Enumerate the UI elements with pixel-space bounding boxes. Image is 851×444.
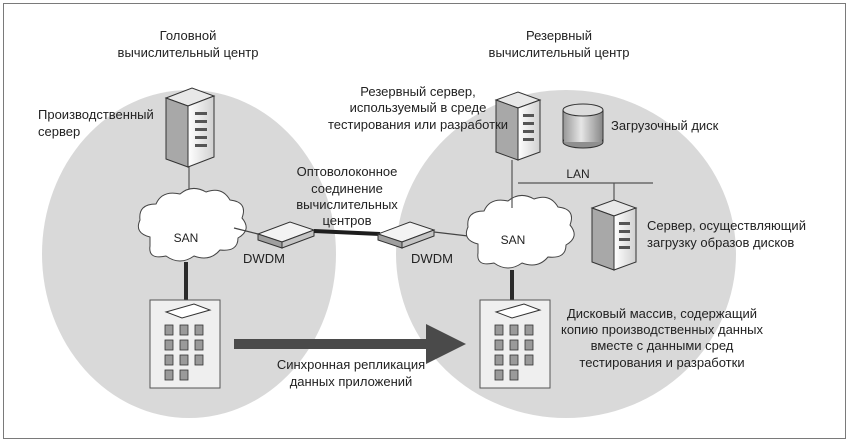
backup-san-cloud: [465, 195, 575, 269]
backup-disk-array-icon: [479, 299, 551, 389]
backup-server-label-3: тестирования или разработки: [328, 117, 508, 132]
disk-array-label-3: вместе с данными сред: [591, 338, 734, 353]
fiber-link-label-4: центров: [322, 213, 371, 228]
backup-site-title-2: вычислительный центр: [489, 45, 630, 60]
fiber-link-label-1: Оптоволоконное: [297, 164, 398, 179]
primary-dwdm-icon: [256, 221, 316, 249]
primary-san-dwdm-link: [233, 227, 259, 235]
disk-array-label-2: копию производственных данных: [561, 322, 764, 337]
primary-site-title-1: Головной: [160, 28, 217, 43]
production-server-label-2: сервер: [38, 124, 80, 139]
primary-site-title-2: вычислительный центр: [118, 45, 259, 60]
replication-label-2: данных приложений: [290, 374, 413, 389]
disk-array-label-1: Дисковый массив, содержащий: [567, 306, 757, 321]
image-server-label-1: Сервер, осуществляющий: [647, 218, 806, 233]
backup-dwdm-label: DWDM: [411, 251, 453, 266]
backup-san-label: SAN: [501, 233, 526, 247]
primary-disk-array-icon: [149, 299, 221, 389]
primary-dwdm-label: DWDM: [243, 251, 285, 266]
backup-server-label-1: Резервный сервер,: [360, 84, 475, 99]
primary-san-label: SAN: [174, 231, 199, 245]
boot-disk-label: Загрузочный диск: [611, 118, 719, 133]
image-server-label-2: загрузку образов дисков: [647, 235, 794, 250]
production-server-label-1: Производственный: [38, 107, 154, 122]
primary-san-cloud: [137, 188, 247, 262]
fiber-link-label-2: соединение: [311, 181, 383, 196]
production-server-icon: [164, 87, 216, 168]
replication-label-1: Синхронная репликация: [277, 357, 425, 372]
fiber-link-label-3: вычислительных: [296, 197, 398, 212]
image-server-icon: [590, 199, 638, 271]
lan-label: LAN: [566, 167, 589, 181]
diagram-border: [3, 3, 846, 439]
backup-dwdm-san-link: [433, 231, 469, 237]
backup-server-label-2: используемый в среде: [350, 100, 487, 115]
backup-site-title-1: Резервный: [526, 28, 592, 43]
backup-dwdm-icon: [376, 221, 436, 249]
backup-server-icon: [494, 91, 542, 161]
disk-array-label-4: тестирования и разработки: [579, 355, 744, 370]
fiber-link-line: [313, 229, 381, 236]
boot-disk-icon: [562, 103, 604, 149]
